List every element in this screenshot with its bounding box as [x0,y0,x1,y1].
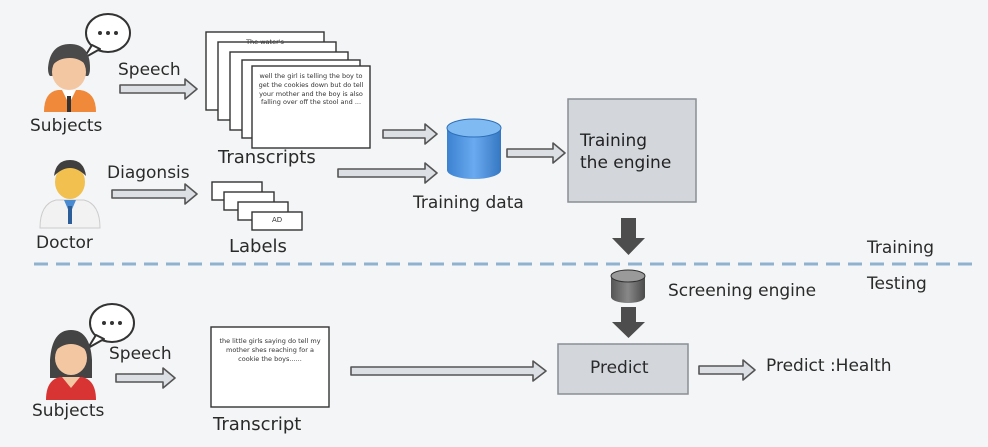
back-card-text: The water's [246,38,284,46]
transcript-label: Transcript [213,414,302,435]
predict-label: Predict [590,358,649,378]
training-engine-line1: Training [580,131,648,151]
subjects-label-top: Subjects [30,116,103,136]
testing-phase-label: Testing [867,274,927,294]
training-phase-label: Training [867,238,935,258]
training-engine-text: Training the engine [580,130,671,174]
transcripts-stack [205,31,371,149]
arrow-data-to-engine [506,142,566,164]
front-card-text: well the girl is telling the boy to get … [258,72,364,107]
training-engine-box [567,98,697,203]
arrow-labels-to-data [337,162,438,184]
training-engine-line2: the engine [580,153,672,174]
screening-engine-label: Screening engine [668,281,817,301]
predict-box [557,343,689,395]
labels-stack [211,181,303,231]
speech-label-top: Speech [118,60,181,80]
subject-bottom-icon [46,303,135,400]
screening-engine-cylinder [610,269,646,303]
arrow-screening-down [612,307,645,338]
diagnosis-label: Diagonsis [107,163,190,183]
arrow-diagnosis-to-labels [111,183,198,205]
speech-label-bottom: Speech [109,344,172,364]
subject-top-icon [44,13,131,112]
subjects-label-bottom: Subjects [32,401,105,421]
training-data-cylinder [446,118,502,179]
predict-health-label: Predict :Health [766,356,892,376]
arrow-speech-to-transcript-bottom [115,367,176,389]
transcripts-label: Transcripts [218,147,316,168]
arrow-predict-to-result [698,359,756,381]
arrow-speech-to-transcripts [119,78,198,100]
arrow-transcripts-to-data [382,123,438,145]
arrow-engine-down [612,218,645,255]
speech-bubble-icon [87,303,135,349]
speech-bubble-icon [83,13,131,59]
label-card-text: AD [272,216,283,224]
training-data-label: Training data [413,193,524,213]
transcript-document [210,326,330,408]
arrow-transcript-to-predict [350,360,547,382]
doctor-label: Doctor [36,233,93,253]
doctor-icon [39,160,101,229]
transcript-document-text: the little girls saying do tell my mothe… [219,337,321,363]
labels-label: Labels [229,236,287,257]
